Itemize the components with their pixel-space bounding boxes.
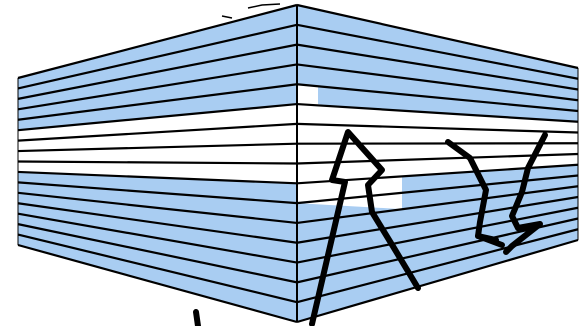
diagram-canvas — [0, 0, 584, 326]
corner-illusion-diagram — [0, 0, 584, 326]
